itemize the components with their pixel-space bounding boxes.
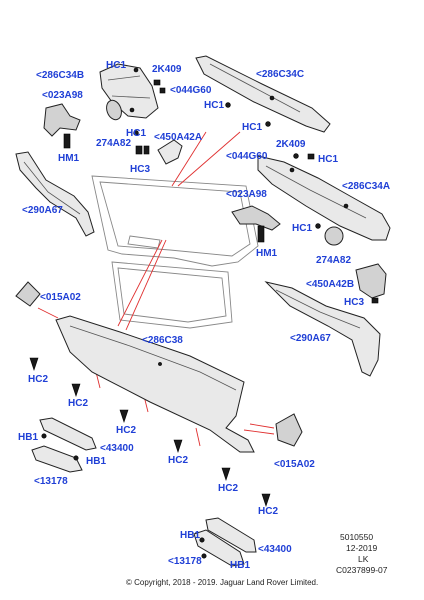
label-43400-b: <43400 <box>258 544 292 555</box>
label-HC1-f: HC1 <box>292 223 312 234</box>
meta-market: LK <box>358 554 369 564</box>
label-HC2-e: HC2 <box>218 483 238 494</box>
label-286C34A: <286C34A <box>342 181 390 192</box>
label-HM1-a: HM1 <box>58 153 80 164</box>
label-2K409-a: 2K409 <box>152 64 182 75</box>
part-023A98-mid <box>231 205 281 243</box>
label-290A67-a: <290A67 <box>22 205 63 216</box>
label-290A67-b: <290A67 <box>290 333 331 344</box>
label-2K409-b: 2K409 <box>276 139 306 150</box>
label-HC3-b: HC3 <box>344 297 364 308</box>
label-HC1-b: HC1 <box>204 100 224 111</box>
label-HC3-a: HC3 <box>130 164 150 175</box>
label-HM1-b: HM1 <box>256 248 278 259</box>
label-HC2-f: HC2 <box>258 506 278 517</box>
label-HC1-c: HC1 <box>242 122 262 133</box>
label-HC1-d: HC1 <box>126 128 146 139</box>
hc2-clips <box>29 357 271 507</box>
label-HC1-e: HC1 <box>318 154 338 165</box>
label-044G60-a: <044G60 <box>170 85 212 96</box>
label-015A02-b: <015A02 <box>274 459 315 470</box>
label-13178-b: <13178 <box>168 556 202 567</box>
fasteners-top <box>133 79 321 229</box>
part-286C38 <box>55 315 255 453</box>
part-286C34A <box>257 155 391 241</box>
part-450A42A <box>143 139 183 165</box>
part-286C34C <box>195 55 331 133</box>
label-HB1-d: HB1 <box>230 560 250 571</box>
part-290A67-left <box>15 151 95 237</box>
part-023A98-left <box>43 103 81 149</box>
label-044G60-b: <044G60 <box>226 151 268 162</box>
part-015A02-left <box>15 281 41 307</box>
meta-ref: 5010550 <box>340 532 373 542</box>
hinge-lower <box>193 517 257 567</box>
label-HC2-a: HC2 <box>28 374 48 385</box>
label-023A98-a: <023A98 <box>42 90 83 101</box>
label-274A82-b: 274A82 <box>316 255 351 266</box>
label-286C34B: <286C34B <box>36 70 84 81</box>
label-HB1-c: HB1 <box>180 530 200 541</box>
label-HC2-d: HC2 <box>168 455 188 466</box>
meta-date: 12-2019 <box>346 543 377 553</box>
label-015A02-a: <015A02 <box>40 292 81 303</box>
label-286C38: <286C38 <box>142 335 183 346</box>
label-43400-a: <43400 <box>100 443 134 454</box>
label-274A82-a: 274A82 <box>96 138 131 149</box>
label-HC2-c: HC2 <box>116 425 136 436</box>
label-HB1-b: HB1 <box>86 456 106 467</box>
meta-block: 5010550 12-2019 LK C0237899-07 <box>336 532 388 575</box>
callout-labels: <286C34B HC1 2K409 <044G60 <286C34C <023… <box>18 60 390 571</box>
part-450A42B <box>355 263 387 304</box>
label-HC2-b: HC2 <box>68 398 88 409</box>
label-286C34C: <286C34C <box>256 69 304 80</box>
copyright: © Copyright, 2018 - 2019. Jaguar Land Ro… <box>126 578 318 587</box>
label-450A42A: <450A42A <box>154 132 202 143</box>
label-13178-a: <13178 <box>34 476 68 487</box>
label-023A98-b: <023A98 <box>226 189 267 200</box>
part-290A67-right <box>264 281 381 377</box>
hinge-upper <box>31 417 97 473</box>
label-HB1-a: HB1 <box>18 432 38 443</box>
part-286C34B <box>99 63 159 119</box>
label-450A42B: <450A42B <box>306 279 354 290</box>
part-015A02-right <box>275 413 303 447</box>
label-HC1-a: HC1 <box>106 60 126 71</box>
meta-code: C0237899-07 <box>336 565 388 575</box>
part-274A82-right <box>324 226 344 246</box>
part-274A82-top <box>106 99 122 121</box>
